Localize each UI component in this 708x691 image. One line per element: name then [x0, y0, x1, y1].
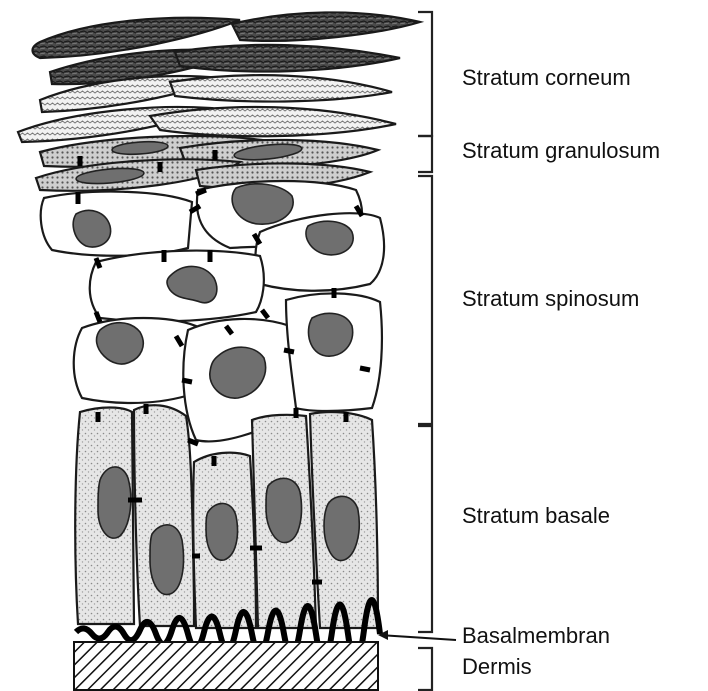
- label-stratum-basale: Stratum basale: [462, 505, 610, 527]
- label-dermis: Dermis: [462, 656, 532, 678]
- label-stratum-spinosum: Stratum spinosum: [462, 288, 639, 310]
- dermis-block: [74, 642, 378, 690]
- label-stratum-corneum: Stratum corneum: [462, 67, 631, 89]
- label-basalmembran: Basalmembran: [462, 625, 610, 647]
- stratum-corneum-cells: [18, 12, 420, 142]
- bracket-spinosum: [418, 176, 432, 424]
- stratum-spinosum-cells: [41, 181, 384, 441]
- label-stratum-granulosum: Stratum granulosum: [462, 140, 660, 162]
- bracket-dermis: [418, 648, 432, 690]
- basalmembran-pointer: [380, 635, 456, 640]
- bracket-corneum: [418, 12, 432, 136]
- bracket-basale: [418, 426, 432, 632]
- bracket-granulosum: [418, 136, 432, 172]
- layer-brackets: [418, 12, 432, 690]
